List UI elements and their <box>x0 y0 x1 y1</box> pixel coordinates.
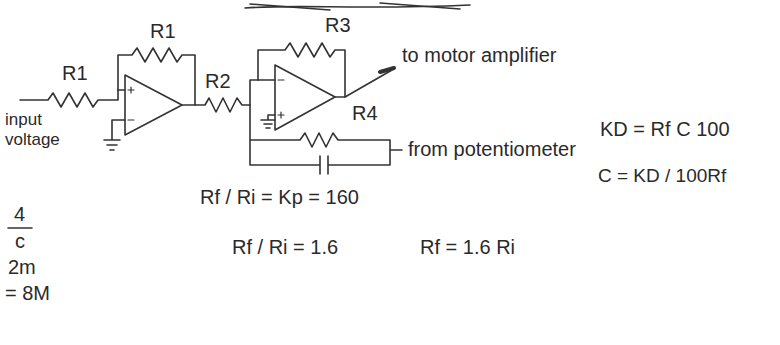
note-number: 4 <box>14 203 25 226</box>
note-number: = 8M <box>5 282 50 305</box>
resistor-label: R2 <box>205 70 231 93</box>
resistor-symbol <box>258 43 345 97</box>
equation: Rf / Ri = 1.6 <box>232 236 338 259</box>
rc-network <box>250 105 402 174</box>
equation: Rf = 1.6 Ri <box>420 236 515 259</box>
resistor-symbol <box>20 90 125 107</box>
resistor-label: R1 <box>150 20 176 43</box>
signal-note: to motor amplifier <box>402 44 557 67</box>
opamp-symbol <box>275 65 335 130</box>
opamp-symbol <box>125 75 182 135</box>
signal-note: from potentiometer <box>408 138 576 161</box>
scribble <box>250 3 460 10</box>
wire <box>335 70 392 97</box>
fraction-bar <box>8 227 32 229</box>
wire-end <box>380 68 394 72</box>
note-number: 2m <box>8 256 36 279</box>
signal-note: input voltage <box>5 110 69 149</box>
resistor-symbol <box>118 48 195 105</box>
resistor-label: R4 <box>352 102 378 125</box>
equation: KD = Rf C 100 <box>600 118 730 141</box>
opamp-pins <box>128 87 134 120</box>
equation: Rf / Ri = Kp = 160 <box>200 186 359 209</box>
ground-symbol <box>104 120 125 150</box>
ground-symbol <box>261 115 275 128</box>
note-number: c <box>15 230 25 253</box>
resistor-label: R3 <box>325 14 351 37</box>
equation: C = KD / 100Rf <box>598 165 726 187</box>
resistor-label: R1 <box>62 62 88 85</box>
opamp-pins <box>278 80 284 118</box>
